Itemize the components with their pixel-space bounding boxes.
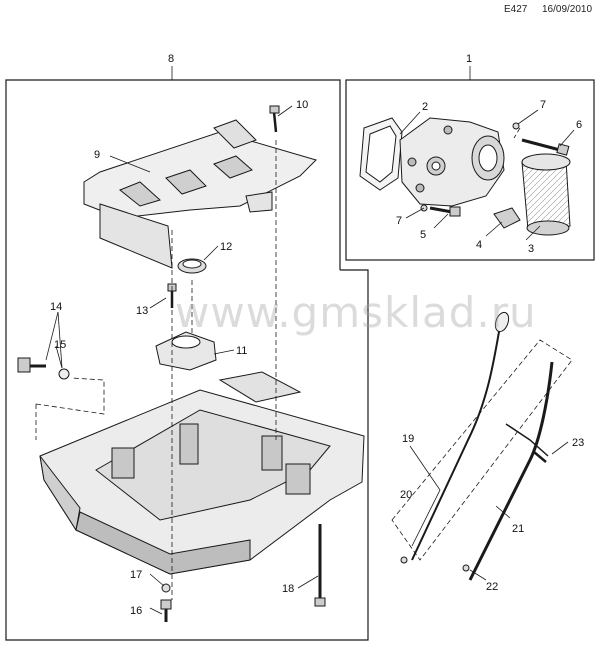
oil-filter-housing-group	[359, 117, 571, 236]
callout-22: 22	[486, 581, 498, 593]
callout-8: 8	[168, 53, 174, 65]
washer-15-part	[58, 368, 70, 380]
callout-11: 11	[236, 345, 247, 357]
callout-7-lower: 7	[396, 215, 402, 227]
callout-13: 13	[136, 305, 148, 317]
callout-4: 4	[476, 239, 482, 251]
callout-3: 3	[528, 243, 534, 255]
bolt-6-part	[521, 138, 561, 152]
callout-15: 15	[54, 339, 66, 351]
small-parts-group	[17, 105, 280, 380]
callout-18: 18	[282, 583, 294, 595]
callout-19: 19	[402, 433, 414, 445]
dipstick-seal-22-part	[462, 564, 470, 572]
callout-23: 23	[572, 437, 584, 449]
callout-14: 14	[50, 301, 62, 313]
callout-20: 20	[400, 489, 412, 501]
callout-10: 10	[296, 99, 308, 111]
dipstick-part	[411, 325, 501, 561]
callout-2: 2	[422, 101, 428, 113]
baffle-plate-part	[83, 119, 317, 269]
callout-5: 5	[420, 229, 426, 241]
diagram-date: 16/09/2010	[542, 4, 593, 15]
oil-filter-housing-part	[399, 117, 505, 207]
oil-pump-pickup-part	[155, 331, 217, 371]
callout-12: 12	[220, 241, 232, 253]
dipstick-guide-tube-part	[468, 361, 554, 581]
dipstick-seal-20-part	[400, 556, 408, 564]
callout-6: 6	[576, 119, 582, 131]
group-frame-8	[5, 79, 369, 641]
leader-lines	[45, 66, 575, 615]
bolt-5-part	[429, 206, 453, 214]
callout-16: 16	[130, 605, 142, 617]
dipstick-group	[400, 311, 554, 581]
callout-17: 17	[130, 569, 142, 581]
callout-9: 9	[94, 149, 100, 161]
callout-21: 21	[512, 523, 524, 535]
callout-1: 1	[466, 53, 472, 65]
bolt-23-part	[533, 451, 547, 463]
bolt-10-part	[272, 111, 278, 133]
oil-pan-part	[39, 371, 365, 622]
washer-7-upper-part	[512, 122, 520, 130]
diagram-code: E427	[504, 4, 528, 15]
phantom-lines	[35, 127, 573, 600]
callout-7-upper: 7	[540, 99, 546, 111]
